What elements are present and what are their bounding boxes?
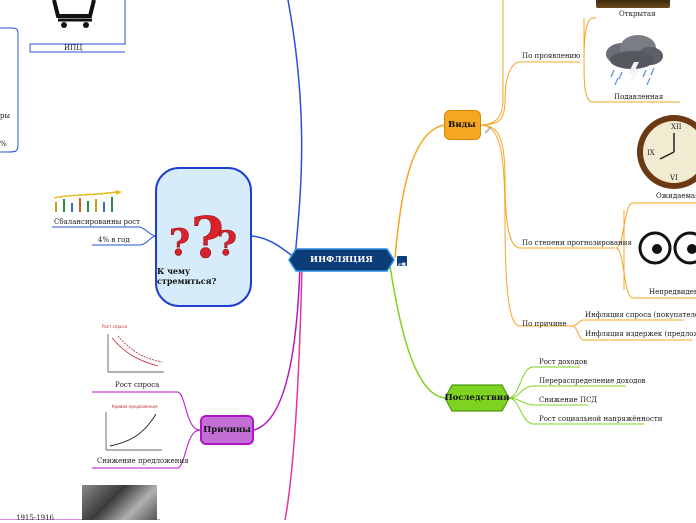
open-inflation-label[interactable]: Открытая <box>619 10 656 18</box>
suppressed-inflation-label[interactable]: Подавленная <box>614 93 664 101</box>
supply-chart-image: Кривая предложения <box>96 402 168 456</box>
branch-forecast-label[interactable]: По степени прогнозирования <box>522 239 632 247</box>
consequence-item[interactable]: Перераспределение доходов <box>539 377 646 385</box>
clock-icon: XII IX VI <box>636 114 696 190</box>
goal-topic[interactable]: ? ? ? К чему стремиться? <box>155 167 252 307</box>
balanced-growth-label[interactable]: Сбалансированны рост <box>54 218 141 226</box>
demand-inflation-label[interactable]: Инфляция спроса (покупателей) <box>585 311 696 319</box>
connector-types-manifest <box>479 61 580 126</box>
connector-cause-items <box>571 319 692 341</box>
svg-text:Рост спроса: Рост спроса <box>102 324 128 329</box>
svg-text:XII: XII <box>671 123 682 131</box>
svg-text:?: ? <box>169 222 190 261</box>
svg-text:IX: IX <box>647 149 655 157</box>
question-marks-icon: ? ? ? <box>169 199 241 272</box>
consequence-item[interactable]: Рост социальной напряжённости <box>539 415 663 423</box>
balanced-growth-image <box>50 190 124 214</box>
partial-label-2[interactable]: % <box>0 140 7 148</box>
connector-types-trunk <box>479 0 504 126</box>
connector-types-forecast <box>479 124 615 249</box>
connector-types <box>394 124 446 259</box>
edit-pencil-icon[interactable] <box>483 120 493 134</box>
svg-text:?: ? <box>191 205 224 261</box>
consequence-item[interactable]: Снижение ПСД <box>539 396 598 404</box>
causes-topic[interactable]: Причины <box>200 415 254 445</box>
expected-inflation-label[interactable]: Ожидаемая <box>656 192 696 200</box>
connector-ipc-line <box>29 0 126 53</box>
external-link-icon[interactable] <box>397 256 407 270</box>
types-topic[interactable]: Виды <box>444 110 481 140</box>
demand-chart-image: Рост спроса <box>96 322 168 378</box>
connector-goal-items <box>52 226 158 246</box>
eyes-icon <box>638 230 696 266</box>
shopping-cart-icon <box>50 0 98 28</box>
storm-cloud-icon <box>596 30 670 88</box>
ipc-label[interactable]: ИПЦ <box>64 44 83 52</box>
unexpected-inflation-label[interactable]: Непредвиденная <box>649 288 696 296</box>
partial-label-1[interactable]: ры <box>0 112 11 120</box>
svg-text:?: ? <box>217 224 237 261</box>
historical-photo-image <box>82 485 157 520</box>
branch-cause-label[interactable]: По причине <box>522 320 567 328</box>
branch-manifest-label[interactable]: По проявлению <box>522 52 581 60</box>
consequences-title: Последствия <box>444 393 510 403</box>
demand-growth-label[interactable]: Рост спроса <box>115 381 160 389</box>
connector-consequences-items <box>507 366 644 425</box>
types-title: Виды <box>448 119 476 130</box>
central-topic[interactable]: ИНФЛЯЦИЯ <box>288 248 395 272</box>
goal-title: К чему стремиться? <box>157 266 217 286</box>
open-inflation-image <box>596 0 670 8</box>
connector-bottom <box>284 265 303 520</box>
connector-manifest-items <box>583 17 680 103</box>
consequences-topic[interactable]: Последствия <box>444 384 510 412</box>
connector-top-left <box>287 0 303 259</box>
cost-inflation-label[interactable]: Инфляция издержек (предложения) <box>585 330 696 338</box>
central-topic-title: ИНФЛЯЦИЯ <box>310 255 373 265</box>
svg-text:VI: VI <box>669 174 678 182</box>
connector-causes-items <box>92 391 201 469</box>
annual-rate-label[interactable]: 4% в год <box>98 236 130 244</box>
bottom-year-label[interactable]: 1915-1916 <box>16 514 54 522</box>
connector-forecast-items <box>615 202 696 299</box>
consequence-item[interactable]: Рост доходов <box>539 358 588 366</box>
connector-types-cause <box>479 124 572 327</box>
connector-left-bracket <box>0 27 19 153</box>
svg-text:Кривая предложения: Кривая предложения <box>112 404 158 409</box>
supply-decrease-label[interactable]: Снижение предложения <box>97 457 189 465</box>
connector-causes <box>253 263 301 431</box>
connector-consequences <box>389 265 446 399</box>
causes-title: Причины <box>203 425 251 435</box>
